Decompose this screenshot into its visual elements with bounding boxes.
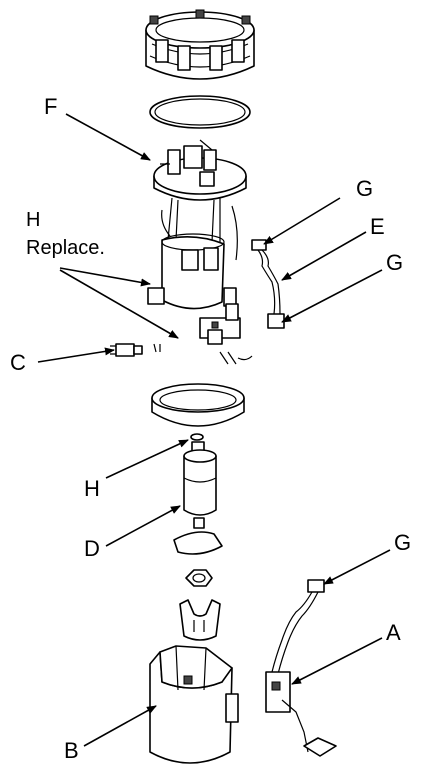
leader-lines [37,113,391,747]
wire-harness-e [251,239,285,329]
connector-c [110,343,143,357]
label-a: A [386,620,401,645]
fuel-pump-module [147,139,253,365]
leader-replace-2 [59,269,179,339]
lock-ring [145,9,255,80]
lower-seal-ring [151,383,245,427]
pump-holder [179,569,221,641]
label-replace: Replace. [26,237,105,259]
leader-f [65,113,151,161]
fuel-pump-d [173,441,223,555]
leader-h-bottom [105,439,189,479]
label-c: C [10,350,26,375]
label-f: F [44,94,57,119]
top-o-ring [149,95,251,129]
leader-g-top [263,197,341,245]
label-h-top: H [26,209,40,231]
leader-d [105,505,181,547]
label-g-bottom: G [394,530,411,555]
fuel-gauge-sender-a [265,579,337,757]
leader-b [83,705,157,747]
label-b: B [64,738,79,763]
label-e: E [370,214,385,239]
label-d: D [84,536,100,561]
leader-a [291,637,383,685]
label-g-top: G [356,176,373,201]
label-g-mid: G [386,250,403,275]
label-h-bottom: H [84,476,100,501]
callout-labels: F G H Replace. E G C H D G A B [10,94,411,763]
small-o-ring-h [190,433,204,441]
reservoir-b [149,645,239,764]
leader-c [37,347,115,363]
leader-e [281,231,367,281]
leader-g-bottom [323,549,391,585]
leader-g-mid [281,269,383,323]
leader-replace-1 [59,267,151,287]
